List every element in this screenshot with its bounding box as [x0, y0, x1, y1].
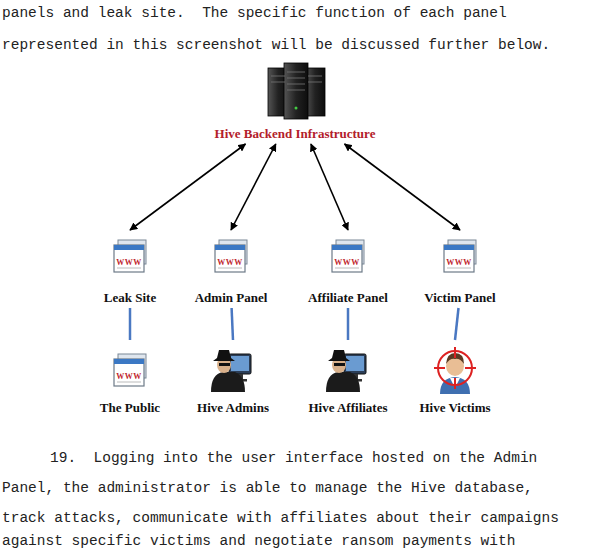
icon-node: Victim Panel: [405, 230, 515, 308]
node-label: Leak Site: [80, 290, 180, 306]
node-label: Hive Admins: [178, 400, 288, 416]
icon-text: WWW: [116, 372, 142, 381]
victim-icon: [434, 347, 476, 394]
icon-node: Hive Admins: [178, 340, 288, 418]
web-icon: [332, 240, 364, 272]
icon-node: Leak Site: [80, 230, 180, 308]
node-label: The Public: [80, 400, 180, 416]
server-icon: [268, 63, 325, 119]
paragraph-text: 19. Logging into the user interface host…: [50, 449, 537, 467]
icon-node: Hive Affiliates: [288, 340, 408, 418]
document-text: represented in this screenshot will be d…: [2, 36, 550, 54]
icon-text: WWW: [446, 258, 472, 267]
paragraph-text: against specific victims and negotiate r…: [2, 532, 515, 550]
hacker-icon: [326, 350, 366, 392]
web-icon: [114, 354, 146, 386]
node-label: Affiliate Panel: [288, 290, 408, 306]
title-label: Hive Backend Infrastructure: [200, 126, 390, 142]
link-line: [455, 308, 459, 340]
node-label: Hive Victims: [400, 400, 510, 416]
icon-node: Hive Victims: [400, 340, 510, 418]
double-arrow: [345, 144, 461, 230]
double-arrow: [311, 144, 348, 230]
hacker-icon: [211, 350, 251, 392]
link-line: [129, 308, 132, 340]
icon-text: WWW: [217, 258, 243, 267]
link-line: [232, 308, 233, 340]
web-icon: [215, 240, 247, 272]
document-text: panels and leak site. The specific funct…: [2, 4, 507, 22]
server-node: Hive Backend Infrastructure: [200, 60, 390, 144]
web-icon: [114, 240, 146, 272]
paragraph-text: track attacks, communicate with affiliat…: [2, 509, 559, 527]
link-line: [347, 308, 350, 340]
icon-node: Admin Panel: [178, 230, 284, 308]
double-arrow: [231, 144, 276, 230]
node-label: Admin Panel: [178, 290, 284, 306]
icon-node: Affiliate Panel: [288, 230, 408, 308]
paragraph-text: Panel, the administrator is able to mana…: [2, 479, 533, 497]
node-label: Victim Panel: [405, 290, 515, 306]
double-arrow: [130, 144, 246, 230]
icon-text: WWW: [334, 258, 360, 267]
web-icon: [444, 240, 476, 272]
node-label: Hive Affiliates: [288, 400, 408, 416]
icon-text: WWW: [116, 258, 142, 267]
